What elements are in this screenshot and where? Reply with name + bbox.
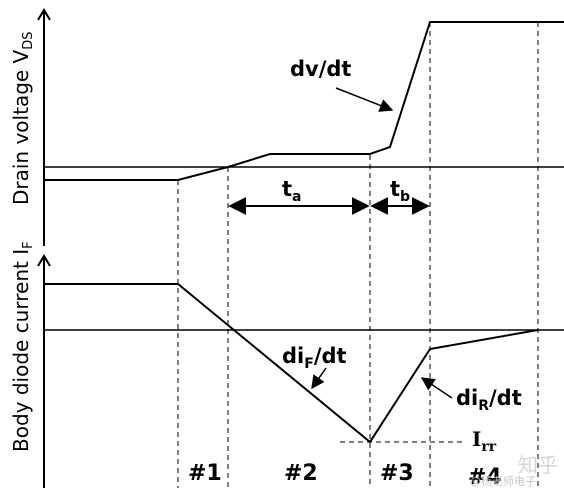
ta-label: ta [282,177,302,205]
watermark-text: @杨老师电子 [470,474,536,488]
bottom-axis [37,254,51,488]
dv-dt-label: dv/dt [290,57,351,81]
di-r-dt-label: diR/dt [456,386,522,414]
body-diode-current-axis-title: Body diode current IF [9,241,36,452]
tb-label: tb [390,177,410,205]
top-axis [37,8,51,246]
watermark-logo: 知乎 [518,453,558,477]
phase-dividers [177,22,539,488]
phase-label-2: #2 [284,461,318,486]
phase-label-4: #4 [468,465,502,490]
dv-dt-pointer [335,87,394,112]
phase-label-1: #1 [188,461,222,486]
di-f-dt-label: diF/dt [282,344,347,372]
di-r-pointer [420,377,453,399]
phase-label-3: #3 [380,461,414,486]
drain-voltage-curve [44,21,564,181]
di-f-pointer [311,367,327,390]
drain-voltage-axis-title: Drain voltage VDS [9,31,36,205]
irr-label: Irr [472,427,497,455]
